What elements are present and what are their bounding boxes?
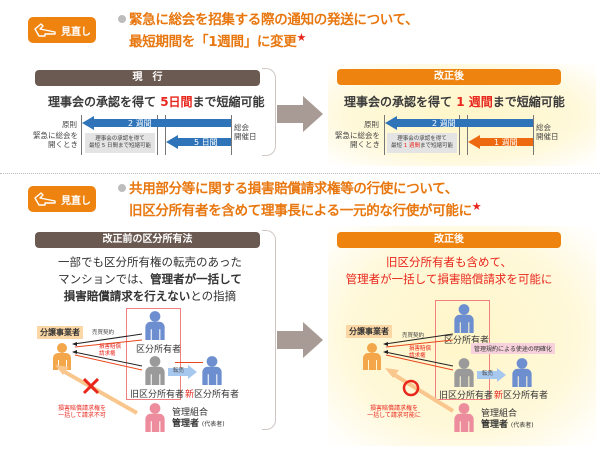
before-former-owner-person-icon — [145, 356, 165, 385]
after-mid-line-2 — [467, 115, 468, 155]
after2-resale-label: 転売 — [482, 371, 494, 377]
cross-icon — [82, 377, 100, 395]
after2-contract-label: 売買契約 — [402, 333, 425, 339]
before-relation-arrows — [72, 333, 143, 371]
after-row1-label: 原則 — [364, 120, 379, 129]
section1-headline: 緊急に総会を招集する際の通知の発送について、 最短期間を「1週間」に変更★ — [118, 12, 419, 51]
before-collective-claim-arrow — [55, 365, 138, 415]
after-arrow2-label: 1 週間 — [494, 138, 518, 147]
after2-description: 旧区分所有者も含めて、 管理者が一括して損害賠償請求を可能に — [345, 255, 553, 286]
after-row2-label: 緊急に総会を開くとき — [335, 131, 380, 149]
before-assoc-label: 管理組合 管理者 (代表者) — [172, 408, 225, 429]
before-contract-label: 売買契約 — [92, 330, 115, 336]
transition-arrow-icon-2 — [277, 322, 323, 358]
before-result-label: 損害賠償請求権を一括して請求不可 — [57, 405, 106, 419]
after2-owner-label: 区分所有者 — [444, 336, 490, 346]
section2-headline: 共用部分等に関する損害賠償請求権等の行使について、 旧区分所有者を含めて理事長に… — [118, 181, 482, 220]
current-summary: 理事会の承認を得て 5日間まで短縮可能 — [48, 95, 265, 109]
after2-result-label: 損害賠償請求権を一括して請求可能に — [367, 405, 421, 419]
after2-assoc-person-icon — [454, 403, 474, 432]
after-arrow-2weeks — [385, 116, 533, 130]
after-gray-box — [387, 133, 457, 153]
current-arrow-5days — [166, 135, 231, 149]
before-owner-person-icon — [145, 311, 165, 340]
star-icon: ★ — [296, 31, 307, 44]
before-resale-label: 転売 — [173, 368, 185, 374]
after-end-line — [533, 115, 534, 155]
after2-resale-arrow — [477, 368, 506, 382]
before-new-owner-label: 新区分所有者 — [185, 390, 240, 400]
before-owner-label: 区分所有者 — [136, 345, 182, 355]
after-arrow1-label: 2 週間 — [432, 119, 456, 128]
current-arrow-2weeks — [82, 116, 231, 130]
before-claim-label: 損害賠償請求権 — [99, 344, 122, 357]
pointing-hand-icon — [34, 192, 56, 206]
before-new-owner-person-icon — [202, 356, 222, 385]
badge-label: 見直し — [61, 195, 91, 207]
before-assoc-person-icon — [145, 403, 165, 432]
current-mid-line-2 — [165, 115, 166, 155]
before-title-bar: 改正前の区分所有法 — [35, 232, 260, 248]
current-mid-line-1 — [157, 115, 158, 155]
after2-assoc-label: 管理組合 管理者 (代表者) — [481, 409, 534, 430]
circle-icon — [402, 379, 420, 397]
before-description: 一部でも区分所有権の転売のあった マンションでは、管理者が一括して 損害賠償請求… — [58, 255, 242, 303]
current-end-line — [231, 115, 232, 155]
after2-seller-person-icon — [363, 343, 381, 370]
after2-new-owner-person-icon — [512, 358, 532, 387]
badge-label: 見直し — [61, 26, 91, 38]
after2-collective-claim-arrow — [385, 368, 455, 413]
after2-relation-arrows — [383, 333, 454, 371]
after2-title-bar: 改正後 — [337, 232, 561, 248]
current-row1-label: 原則 — [62, 120, 77, 129]
before-owner-group-box — [126, 308, 181, 400]
after2-seller-tag: 分譲事業者 — [346, 325, 392, 338]
before-bracket — [262, 230, 276, 430]
before-resale-arrow — [168, 365, 197, 379]
after-mid-line-1 — [459, 115, 460, 155]
bullet-icon — [118, 184, 126, 192]
after-end-label: 総会開催日 — [536, 123, 559, 141]
pointing-hand-icon — [34, 23, 56, 37]
after2-claim-label: 損害賠償請求権 — [409, 346, 432, 359]
after2-owner-person-icon — [454, 304, 474, 333]
current-row2-label: 緊急に総会を開くとき — [33, 131, 78, 149]
section-divider — [0, 173, 600, 174]
after-title-bar: 改正後 — [337, 69, 561, 85]
before-seller-tag: 分譲事業者 — [37, 326, 83, 339]
review-badge: 見直し — [28, 17, 96, 43]
current-gray-box — [85, 133, 155, 153]
transition-arrow-icon — [277, 96, 323, 132]
after2-former-owner-label: 旧区分所有者 — [439, 391, 494, 401]
after-summary: 理事会の承認を得て 1 週間まで短縮可能 — [344, 95, 565, 109]
current-title-bar: 現 行 — [35, 70, 260, 86]
after-gray-text: 理事会の承認を得て 最短 1 週間まで短縮可能 — [390, 136, 453, 149]
after2-new-owner-label: 新区分所有者 — [494, 391, 549, 401]
star-icon: ★ — [471, 200, 482, 213]
current-end-label: 総会開催日 — [234, 123, 257, 141]
before-former-owner-label: 旧区分所有者 — [130, 390, 185, 400]
current-arrow1-label: 2 週間 — [128, 119, 152, 128]
bullet-icon — [118, 15, 126, 23]
current-start-line — [81, 115, 82, 155]
review-badge-2: 見直し — [28, 186, 96, 212]
after2-former-owner-person-icon — [454, 358, 474, 387]
current-bracket — [262, 68, 276, 156]
after-arrow-1week — [468, 135, 533, 149]
current-gray-text: 理事会の承認を得て最短 5 日間まで短縮可能 — [89, 136, 151, 149]
after-start-line — [384, 115, 385, 155]
after2-rule-tag: 管理規約による使途の明確化 — [471, 343, 555, 354]
current-arrow2-label: 5 日間 — [194, 138, 218, 147]
before-new-owner-claim-arrow — [175, 362, 203, 363]
